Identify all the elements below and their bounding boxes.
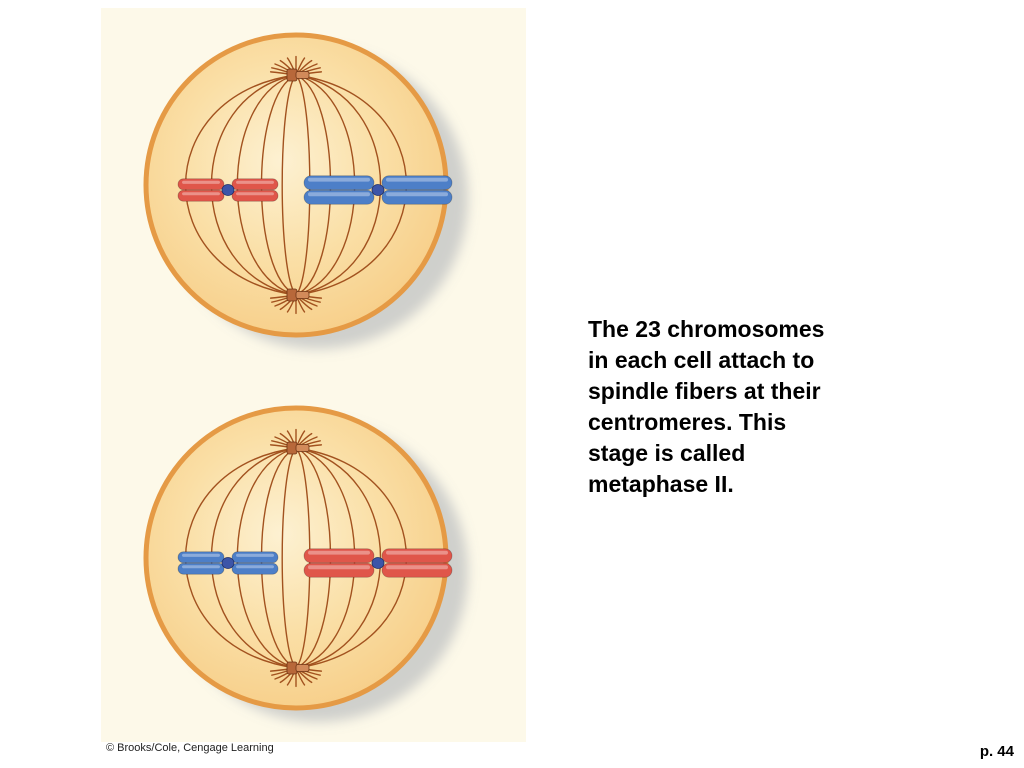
chromatid-highlight	[236, 192, 274, 196]
chromatid	[381, 175, 453, 191]
chromatid	[381, 548, 453, 564]
chromatid-highlight	[182, 192, 220, 196]
centriole	[295, 71, 310, 79]
centromere	[371, 184, 385, 196]
centriole	[295, 291, 310, 299]
bottom-cell	[143, 405, 468, 722]
chromatid	[177, 551, 225, 564]
centriole	[286, 661, 298, 675]
chromatid	[303, 548, 375, 564]
centriole	[295, 444, 310, 452]
small-chromosome	[177, 551, 279, 575]
chromatid	[381, 189, 453, 205]
centriole	[286, 288, 298, 302]
chromatid	[381, 562, 453, 578]
centriole	[286, 441, 298, 455]
chromatid-highlight	[182, 553, 220, 557]
chromatid	[231, 551, 279, 564]
large-chromosome	[303, 175, 453, 205]
caption-line: spindle fibers at their	[588, 378, 821, 404]
chromatid	[177, 178, 225, 191]
caption-text: The 23 chromosomes in each cell attach t…	[588, 314, 888, 500]
centrosome	[286, 441, 310, 455]
centromere	[371, 557, 385, 569]
chromatid-highlight	[308, 550, 370, 555]
chromatid	[303, 189, 375, 205]
chromatid	[177, 562, 225, 575]
metaphase-ii-diagram	[143, 32, 468, 722]
spindle-fiber	[281, 447, 297, 669]
figure-panel	[101, 8, 526, 742]
chromatid-highlight	[386, 177, 448, 182]
chromatid	[303, 175, 375, 191]
chromatid-highlight	[308, 192, 370, 197]
chromatid-highlight	[386, 550, 448, 555]
centrosome	[286, 68, 310, 82]
centromere	[221, 557, 235, 569]
copyright-credit: © Brooks/Cole, Cengage Learning	[106, 742, 274, 754]
caption-line: centromeres. This	[588, 409, 787, 435]
centriole	[295, 664, 310, 672]
chromatid-highlight	[182, 180, 220, 184]
chromatid-highlight	[236, 180, 274, 184]
chromatid-highlight	[236, 565, 274, 569]
chromatid-highlight	[182, 565, 220, 569]
centriole	[286, 68, 298, 82]
chromatid-highlight	[386, 192, 448, 197]
centrosome	[286, 661, 310, 675]
chromatid-highlight	[386, 565, 448, 570]
large-chromosome	[303, 548, 453, 578]
chromatid-highlight	[308, 177, 370, 182]
page-number: p. 44	[979, 743, 1014, 760]
caption-line: metaphase II.	[588, 471, 734, 497]
chromatid	[231, 178, 279, 191]
spindle-fiber	[281, 74, 297, 296]
chromatid-highlight	[308, 565, 370, 570]
caption-line: in each cell attach to	[588, 347, 815, 373]
centromere	[221, 184, 235, 196]
chromatid	[231, 562, 279, 575]
chromatid	[177, 189, 225, 202]
chromatid	[303, 562, 375, 578]
top-cell	[143, 32, 468, 349]
centrosome	[286, 288, 310, 302]
chromatid	[231, 189, 279, 202]
caption-line: stage is called	[588, 440, 746, 466]
chromatid-highlight	[236, 553, 274, 557]
caption-line: The 23 chromosomes	[588, 316, 825, 342]
small-chromosome	[177, 178, 279, 202]
